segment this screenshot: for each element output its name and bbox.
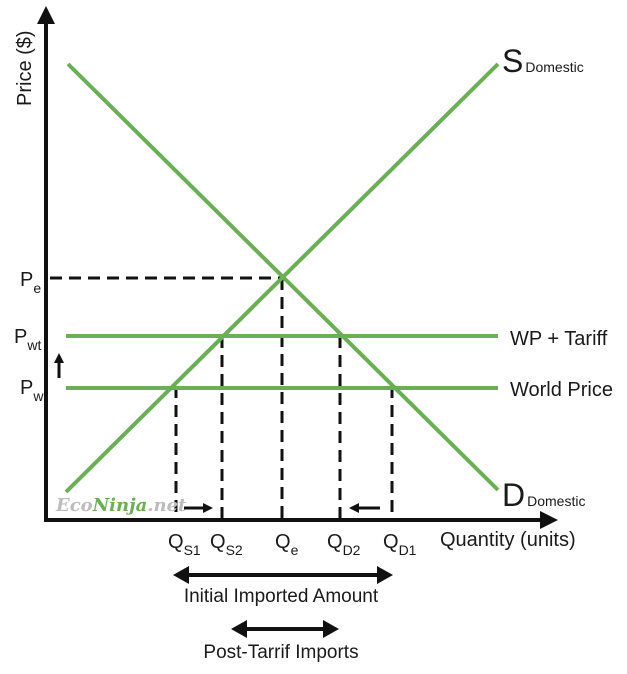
quantity-label-qd1: QD1 bbox=[383, 531, 417, 558]
supply-curve bbox=[64, 62, 500, 494]
initial-imports-arrow bbox=[173, 566, 393, 584]
price-label-pe: Pe bbox=[20, 269, 41, 296]
y-axis-label: Price ($) bbox=[14, 30, 36, 106]
quantity-label-qs1: QS1 bbox=[168, 531, 201, 558]
x-axis-label: Quantity (units) bbox=[440, 529, 576, 551]
y-axis-arrowhead bbox=[37, 6, 55, 24]
x-axis-arrowhead bbox=[540, 511, 558, 529]
quantity-label-qe: Qe bbox=[275, 531, 299, 558]
initial-imports-label: Initial Imported Amount bbox=[184, 586, 379, 607]
price-label-pw: Pw bbox=[20, 377, 44, 404]
post-tariff-imports-label: Post-Tarrif Imports bbox=[203, 642, 358, 663]
price-label-pwt: Pwt bbox=[14, 326, 41, 353]
wp-tariff-label: WP + Tariff bbox=[510, 328, 608, 350]
post-tariff-imports-arrow bbox=[231, 620, 339, 638]
curves bbox=[64, 62, 500, 494]
econinja-watermark: EcoNinja.net bbox=[55, 495, 187, 516]
quantity-label-qs2: QS2 bbox=[210, 531, 243, 558]
world-price-label: World Price bbox=[510, 379, 613, 401]
guide-lines bbox=[50, 276, 394, 520]
axes bbox=[37, 6, 558, 529]
quantity-label-qd2: QD2 bbox=[327, 531, 361, 558]
